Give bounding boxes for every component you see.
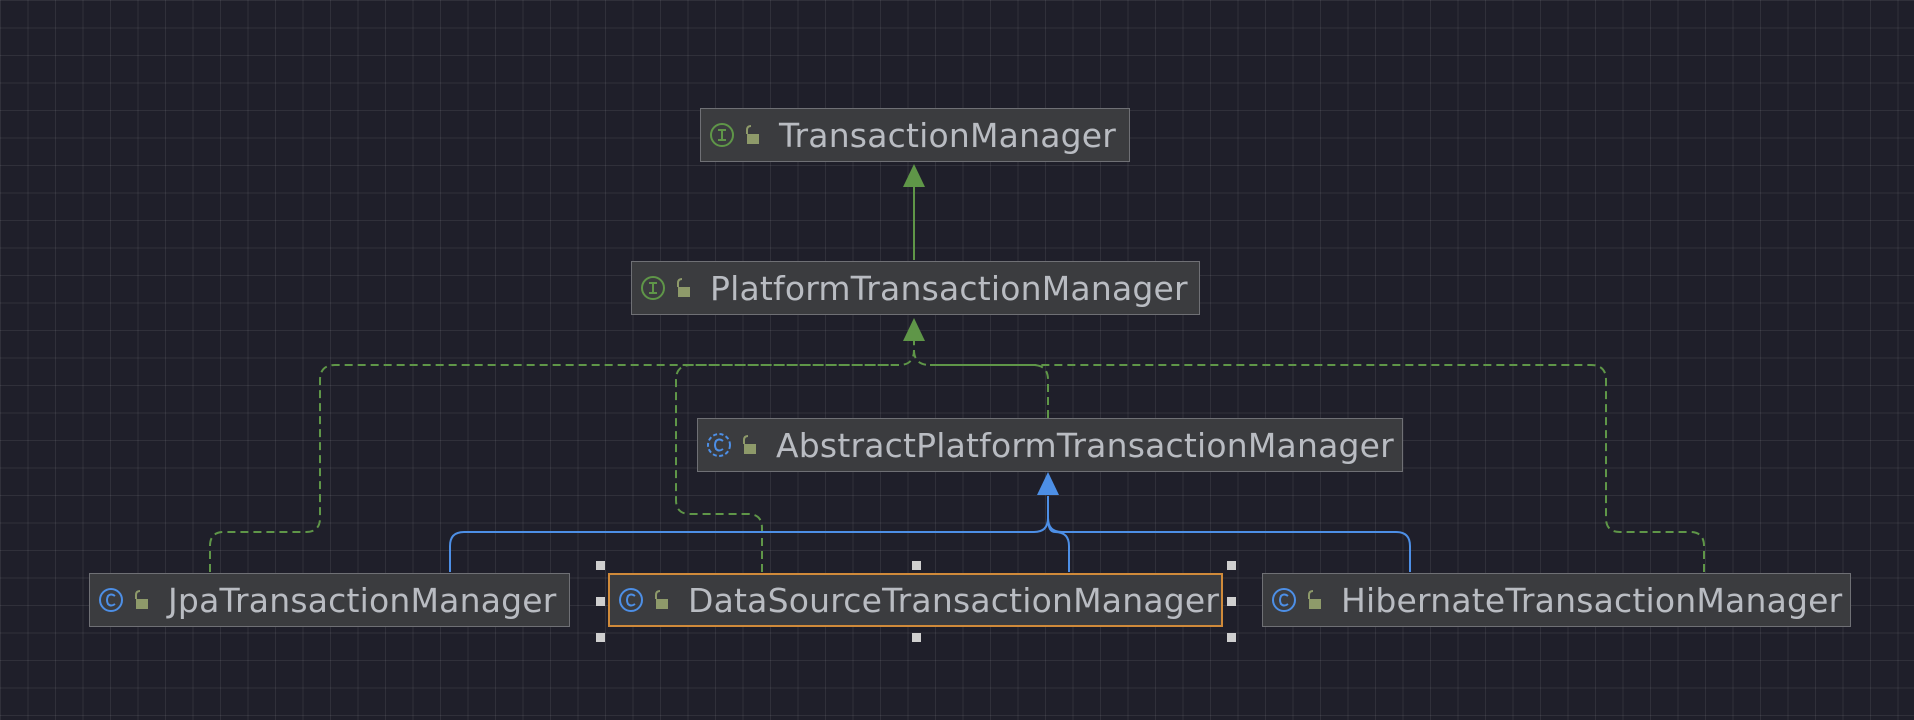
class-icon bbox=[1271, 587, 1297, 613]
resize-handle-top-right[interactable] bbox=[1227, 561, 1236, 570]
public-access-icon bbox=[672, 277, 694, 299]
node-datasource-transaction-manager[interactable]: DataSourceTransactionManager bbox=[608, 573, 1223, 627]
class-icon bbox=[618, 587, 644, 613]
resize-handle-bottom[interactable] bbox=[912, 633, 921, 642]
node-hibernate-transaction-manager[interactable]: HibernateTransactionManager bbox=[1262, 573, 1851, 627]
edge-jpa-extends-abstract bbox=[449, 496, 1049, 572]
node-label: TransactionManager bbox=[779, 115, 1117, 155]
edge-datasource-extends-abstract bbox=[1047, 517, 1070, 572]
resize-handle-top[interactable] bbox=[912, 561, 921, 570]
node-label: HibernateTransactionManager bbox=[1341, 580, 1843, 620]
edge-hibernate-implements-platform bbox=[930, 364, 1705, 572]
resize-handle-bottom-left[interactable] bbox=[596, 633, 605, 642]
abstract-class-icon bbox=[706, 432, 732, 458]
public-access-icon bbox=[650, 589, 672, 611]
resize-handle-right[interactable] bbox=[1227, 597, 1236, 606]
node-label: PlatformTransactionManager bbox=[710, 268, 1188, 308]
public-access-icon bbox=[130, 589, 152, 611]
edge-abstract-implements-platform bbox=[913, 340, 1049, 418]
node-label: DataSourceTransactionManager bbox=[688, 580, 1220, 620]
public-access-icon bbox=[738, 434, 760, 456]
public-access-icon bbox=[1303, 589, 1325, 611]
arrowhead-transaction-manager bbox=[903, 164, 925, 187]
resize-handle-top-left[interactable] bbox=[596, 561, 605, 570]
node-abstract-platform-transaction-manager[interactable]: AbstractPlatformTransactionManager bbox=[697, 418, 1403, 472]
edge-datasource-implements-platform bbox=[675, 364, 899, 572]
node-platform-transaction-manager[interactable]: PlatformTransactionManager bbox=[631, 261, 1200, 315]
resize-handle-bottom-right[interactable] bbox=[1227, 633, 1236, 642]
interface-icon bbox=[640, 275, 666, 301]
edge-jpa-implements-platform bbox=[209, 349, 915, 572]
arrowhead-platform-transaction-manager bbox=[903, 318, 925, 341]
node-label: JpaTransactionManager bbox=[168, 580, 557, 620]
class-icon bbox=[98, 587, 124, 613]
node-label: AbstractPlatformTransactionManager bbox=[776, 425, 1394, 465]
node-transaction-manager[interactable]: TransactionManager bbox=[700, 108, 1130, 162]
node-jpa-transaction-manager[interactable]: JpaTransactionManager bbox=[89, 573, 570, 627]
arrowhead-abstract-platform-transaction-manager bbox=[1037, 472, 1059, 495]
resize-handle-left[interactable] bbox=[596, 597, 605, 606]
edge-hibernate-extends-abstract bbox=[1047, 517, 1411, 572]
interface-icon bbox=[709, 122, 735, 148]
public-access-icon bbox=[741, 124, 763, 146]
